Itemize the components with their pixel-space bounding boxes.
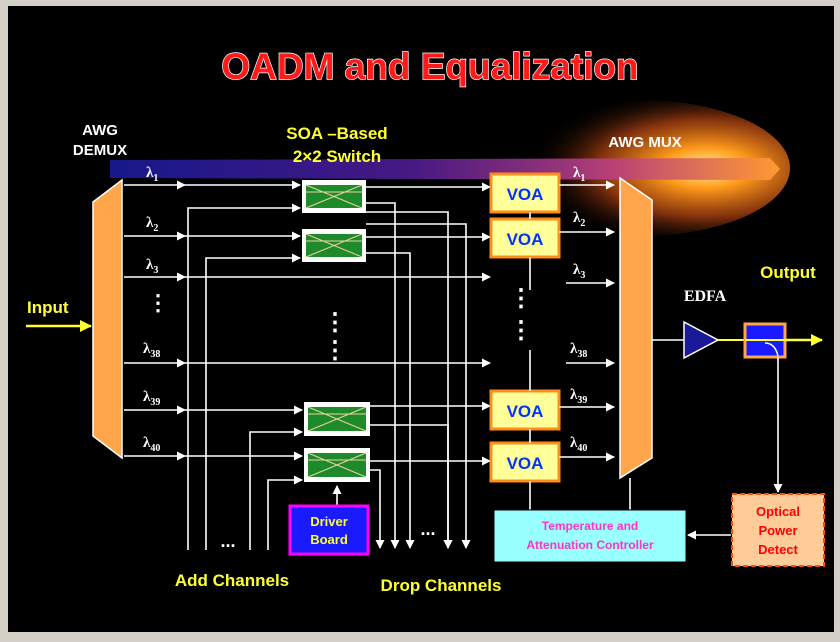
- demux-lambda-symbol: λ: [146, 257, 154, 273]
- switch-label-line1: SOA –Based: [286, 124, 387, 143]
- demux-lambda-40: λ40: [143, 435, 160, 454]
- demux-lambda-symbol: λ: [143, 389, 151, 405]
- demux-lambda-symbol: λ: [143, 341, 151, 357]
- voa-ch1: VOA: [489, 172, 561, 214]
- mux-lambda-subscript: 1: [580, 173, 585, 184]
- demux-lambda-symbol: λ: [146, 215, 154, 231]
- switch-ellipsis-vertical: ⋮: [323, 309, 347, 336]
- switch-ch2: [302, 229, 366, 262]
- drop-channels-label: Drop Channels: [381, 576, 502, 595]
- demux-lambda-1: λ1: [146, 165, 158, 184]
- demux-lambda-subscript: 39: [150, 397, 160, 408]
- switch-output-lines: [366, 182, 491, 466]
- mux-lambda-40: λ40: [570, 435, 587, 454]
- edfa-label: EDFA: [684, 288, 727, 305]
- voa-ellipsis-vertical: ⋮: [509, 285, 533, 312]
- awg-demux-label-line1: AWG: [82, 122, 118, 139]
- detector-label-line3: Detect: [758, 542, 798, 557]
- output-label: Output: [760, 263, 816, 282]
- switch-label-line2: 2×2 Switch: [293, 147, 381, 166]
- add-channel-lines: [187, 203, 303, 550]
- mux-lambda-symbol: λ: [570, 341, 578, 357]
- mux-lambda-subscript: 39: [577, 395, 587, 406]
- awg-demux: [92, 178, 123, 460]
- drop-channel-lines: [366, 202, 471, 549]
- svg-text:⋮: ⋮: [323, 337, 347, 364]
- demux-lambda-subscript: 2: [153, 223, 158, 234]
- driver-board-label-line1: Driver: [310, 514, 348, 529]
- mux-lambda-2: λ2: [573, 210, 585, 229]
- detector-label-line1: Optical: [756, 504, 800, 519]
- mux-lambda-symbol: λ: [570, 435, 578, 451]
- driver-board-label-line2: Board: [310, 532, 348, 547]
- demux-output-arrows: [124, 180, 186, 461]
- mux-lambda-38: λ38: [570, 341, 587, 360]
- switch-ch40: [304, 448, 370, 482]
- awg-demux-label-line2: DEMUX: [73, 142, 127, 159]
- demux-lambda-symbol: λ: [143, 435, 151, 451]
- demux-lambda-subscript: 1: [153, 173, 158, 184]
- awg-mux: [619, 176, 653, 480]
- switch-ch39: [304, 402, 370, 436]
- add-channels-label: Add Channels: [175, 571, 289, 590]
- mux-lambda-symbol: λ: [573, 210, 581, 226]
- demux-lambda-38: λ38: [143, 341, 160, 360]
- demux-lambda-39: λ39: [143, 389, 160, 408]
- temperature-attenuation-controller: [493, 509, 687, 563]
- demux-lambda-subscript: 40: [150, 443, 160, 454]
- mux-lambda-subscript: 38: [577, 349, 587, 360]
- demux-lambda-subscript: 3: [153, 265, 158, 276]
- mux-lambda-subscript: 2: [580, 218, 585, 229]
- demux-ellipsis-vertical: ⋮: [147, 290, 169, 315]
- optical-power-detector: [731, 493, 825, 567]
- awg-mux-label: AWG MUX: [608, 134, 681, 151]
- svg-text:VOA: VOA: [507, 230, 544, 249]
- add-ellipsis: ...: [220, 531, 235, 551]
- mux-lambda-subscript: 40: [577, 443, 587, 454]
- svg-text:VOA: VOA: [507, 185, 544, 204]
- demux-lambda-subscript: 38: [150, 349, 160, 360]
- svg-text:VOA: VOA: [507, 402, 544, 421]
- light-beam-graphic: [110, 100, 790, 236]
- drop-ellipsis: ...: [420, 519, 435, 539]
- detector-label-line2: Power: [758, 523, 797, 538]
- voa-ch2: VOA: [489, 217, 561, 259]
- mux-lambda-symbol: λ: [573, 262, 581, 278]
- mux-lambda-symbol: λ: [573, 165, 581, 181]
- controller-label-line2: Attenuation Controller: [526, 538, 654, 552]
- edfa-amplifier: [683, 320, 720, 360]
- driver-board: [288, 504, 370, 556]
- controller-label-line1: Temperature and: [542, 519, 638, 533]
- demux-lambda-3: λ3: [146, 257, 158, 276]
- svg-text:VOA: VOA: [507, 454, 544, 473]
- mux-input-arrows: [559, 180, 615, 462]
- mux-lambda-1: λ1: [573, 165, 585, 184]
- demux-lambda-symbol: λ: [146, 165, 154, 181]
- switch-ch1: [302, 180, 366, 213]
- demux-lambda-2: λ2: [146, 215, 158, 234]
- switch-input-lines: [185, 180, 491, 461]
- mux-lambda-3: λ3: [573, 262, 585, 281]
- svg-text:⋮: ⋮: [509, 317, 533, 344]
- voa-ch40: VOA: [489, 441, 561, 483]
- voa-ch39: VOA: [489, 389, 561, 431]
- input-label: Input: [27, 298, 69, 317]
- mux-lambda-symbol: λ: [570, 387, 578, 403]
- mux-lambda-39: λ39: [570, 387, 587, 406]
- slide-title: OADM and Equalization: [221, 46, 638, 87]
- mux-lambda-subscript: 3: [580, 270, 585, 281]
